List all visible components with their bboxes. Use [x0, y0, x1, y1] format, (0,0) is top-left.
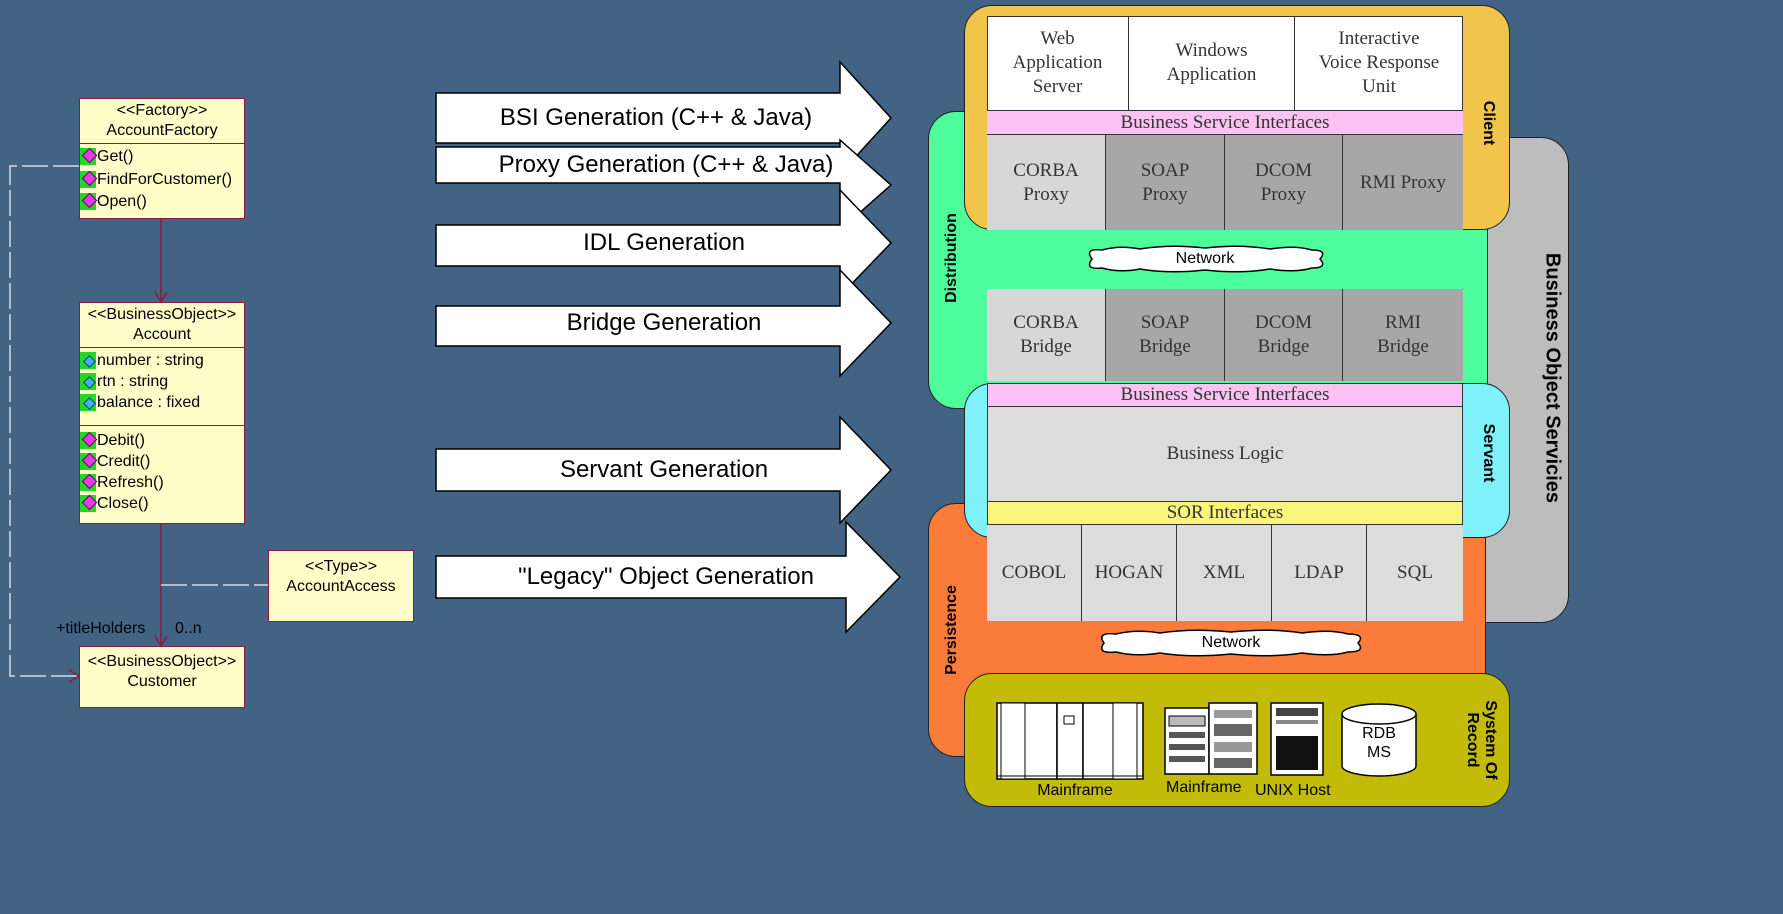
account-op: Refresh()	[97, 474, 164, 491]
arrow-bsi-generation: BSI Generation (C++ & Java)	[435, 60, 893, 176]
account-op: Credit()	[97, 453, 151, 470]
attribute-icon	[80, 351, 99, 370]
arrow-label: IDL Generation	[583, 229, 745, 256]
account-op: Debit()	[97, 432, 146, 449]
rdbms-cylinder-icon	[1341, 703, 1417, 777]
rdbms-label: RDB MS	[1362, 725, 1396, 761]
factory-op: Open()	[97, 192, 147, 210]
arrow-idl-generation: IDL Generation	[435, 188, 893, 298]
customer-name: Customer	[127, 673, 197, 690]
account-factory-class: <<Factory>> AccountFactory Get() FindFor…	[79, 98, 245, 219]
account-attr: balance : fixed	[97, 394, 201, 411]
access-stereotype: <<Type>>	[304, 558, 378, 575]
bridge-corba: CORBA Bridge	[987, 289, 1106, 381]
proxy-rmi: RMI Proxy	[1343, 135, 1463, 230]
proxy-soap: SOAP Proxy	[1106, 135, 1225, 230]
client-bsi-band: Business Service Interfaces	[987, 111, 1463, 135]
bridge-soap: SOAP Bridge	[1106, 289, 1225, 381]
arrow-servant-generation: Servant Generation	[435, 415, 893, 525]
account-access-class: <<Type>> AccountAccess	[268, 550, 414, 622]
persistence-label: Persistence	[943, 585, 960, 675]
source-cobol: COBOL	[987, 525, 1082, 621]
sor-interfaces-band: SOR Interfaces	[987, 501, 1463, 525]
bridge-rmi: RMI Bridge	[1343, 289, 1463, 381]
unix-host-label: UNIX Host	[1255, 782, 1331, 799]
source-sql: SQL	[1367, 525, 1463, 621]
account-stereotype: <<BusinessObject>>	[87, 306, 237, 323]
operation-icon	[80, 452, 99, 471]
multiplicity-label: 0..n	[175, 620, 202, 637]
arrow-label: Servant Generation	[559, 456, 769, 483]
business-object-services-label: Business Object Servicies	[1541, 252, 1564, 504]
mainframe-label: Mainframe	[1166, 779, 1242, 796]
proxy-corba: CORBA Proxy	[987, 135, 1106, 230]
servant-label: Servant	[1480, 423, 1497, 483]
arrow-proxy-generation: Proxy Generation (C++ & Java)	[435, 138, 893, 232]
mainframe-icon	[1164, 702, 1258, 775]
source-ldap: LDAP	[1272, 525, 1367, 621]
factory-op: FindForCustomer()	[97, 170, 233, 188]
bridge-dcom: DCOM Bridge	[1225, 289, 1343, 381]
mainframe-label: Mainframe	[1037, 782, 1113, 799]
distribution-label: Distribution	[943, 213, 960, 303]
operation-icon	[80, 431, 99, 450]
role-label: +titleHolders	[56, 620, 146, 637]
attribute-icon	[80, 393, 99, 412]
operation-icon	[80, 494, 99, 513]
factory-name: AccountFactory	[106, 122, 218, 139]
account-op: Close()	[97, 495, 149, 512]
network-label: Network	[1201, 634, 1261, 651]
operation-icon	[80, 473, 99, 492]
source-hogan: HOGAN	[1082, 525, 1177, 621]
customer-stereotype: <<BusinessObject>>	[87, 653, 237, 670]
app-web-server: Web Application Server	[987, 16, 1129, 111]
network-cloud-persistence	[1101, 629, 1362, 657]
operation-icon	[80, 147, 99, 166]
unix-host-icon	[1270, 702, 1324, 776]
factory-stereotype: <<Factory>>	[116, 102, 208, 119]
mainframe-icon	[996, 702, 1144, 780]
factory-op: Get()	[97, 148, 134, 165]
business-logic: Business Logic	[987, 407, 1463, 501]
arrow-label: BSI Generation (C++ & Java)	[499, 104, 813, 131]
uml-connectors	[9, 165, 268, 683]
account-attr: rtn : string	[97, 373, 169, 390]
account-attr: number : string	[97, 352, 204, 369]
arrow-bridge-generation: Bridge Generation	[435, 268, 893, 378]
app-windows: Windows Application	[1129, 16, 1295, 111]
proxy-dcom: DCOM Proxy	[1225, 135, 1343, 230]
arrow-label: Proxy Generation (C++ & Java)	[498, 151, 834, 178]
servant-bsi-band: Business Service Interfaces	[987, 383, 1463, 407]
arrow-label: Bridge Generation	[566, 309, 762, 336]
arrow-legacy-generation: "Legacy" Object Generation	[435, 520, 902, 634]
account-name: Account	[133, 326, 191, 343]
account-class: <<BusinessObject>> Account number : stri…	[79, 302, 245, 524]
source-xml: XML	[1177, 525, 1272, 621]
attribute-icon	[80, 372, 99, 391]
operation-icon	[80, 192, 99, 211]
operation-icon	[80, 170, 99, 189]
customer-class: <<BusinessObject>> Customer	[79, 646, 245, 708]
system-of-record-label: System Of Record	[1464, 700, 1499, 780]
arrow-label: "Legacy" Object Generation	[518, 563, 814, 590]
app-ivr: Interactive Voice Response Unit	[1295, 16, 1463, 111]
access-name: AccountAccess	[286, 578, 396, 595]
network-cloud-distribution	[1088, 245, 1324, 273]
network-label: Network	[1175, 250, 1235, 267]
client-label: Client	[1480, 100, 1497, 146]
